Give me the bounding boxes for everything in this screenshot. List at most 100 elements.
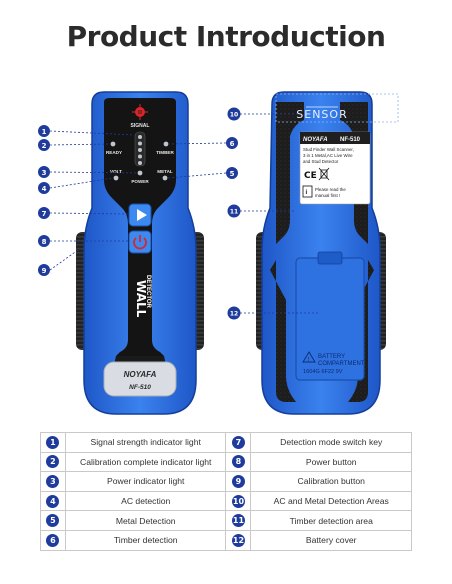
svg-text:2: 2 [42, 142, 47, 150]
front-brand: NOYAFA [124, 370, 157, 379]
legend-number-badge: 9 [231, 474, 245, 488]
legend-number-cell: 11 [225, 510, 252, 531]
svg-text:7: 7 [42, 210, 47, 218]
callout-2: 2 [38, 139, 50, 151]
legend-description: Detection mode switch key [250, 432, 412, 453]
battery-label-line-2: COMPARTMENT [318, 361, 365, 367]
callout-4: 4 [38, 182, 50, 194]
recycle-bin-icon [318, 167, 330, 181]
legend-number-cell: 3 [40, 471, 66, 492]
sticker-model: NF-510 [340, 137, 361, 143]
svg-text:10: 10 [230, 112, 238, 119]
svg-text:12: 12 [230, 311, 238, 318]
legend-number-badge: 5 [46, 514, 60, 528]
legend-number-cell: 4 [40, 490, 66, 512]
legend-number-badge: 4 [46, 494, 60, 508]
svg-text:6: 6 [230, 140, 235, 148]
sticker-line-3: and Stud Detector [303, 159, 339, 164]
legend-number-badge: 11 [231, 514, 245, 528]
warning-triangle-icon: ! [302, 351, 316, 363]
page-title: Product Introduction [66, 20, 386, 53]
sticker-line-2: 3 in 1 Metal,AC Live Wire [303, 153, 353, 158]
signal-led-1 [138, 135, 142, 139]
legend-description: Timber detection [64, 529, 227, 551]
power-label: POWER [131, 179, 149, 184]
legend-number-badge: 1 [46, 435, 60, 449]
legend-number-cell: 9 [225, 471, 252, 492]
ce-mark: CE [304, 171, 317, 181]
callout-8: 8 [38, 235, 50, 247]
product-illustration: SIGNAL READY TIMBER VOLT METAL POWER [0, 80, 452, 420]
ready-led [110, 141, 116, 147]
play-icon [137, 209, 147, 221]
svg-text:3: 3 [42, 169, 47, 177]
legend-number-cell: 8 [225, 451, 252, 473]
legend-number-cell: 1 [40, 432, 66, 453]
svg-text:i: i [306, 190, 308, 196]
product-illustration-svg: SIGNAL READY TIMBER VOLT METAL POWER [38, 91, 399, 415]
legend-number-badge: 10 [231, 494, 245, 508]
legend-number-cell: 5 [40, 510, 66, 531]
legend-number-badge: 2 [46, 455, 60, 469]
legend-description: Battery cover [250, 529, 412, 551]
signal-led-2 [138, 141, 142, 146]
power-icon [133, 235, 147, 250]
power-button[interactable] [128, 230, 152, 254]
legend-number-cell: 7 [225, 432, 252, 453]
manual-note-line-2: manual first ! [315, 193, 340, 198]
callout-12: 12 [227, 306, 241, 320]
mode-switch-button[interactable] [128, 203, 152, 227]
timber-label: TIMBER [156, 150, 174, 155]
battery-cover-latch[interactable] [317, 251, 343, 265]
front-brand-plate [103, 361, 177, 397]
signal-label: SIGNAL [131, 123, 150, 129]
front-model: NF-510 [129, 384, 151, 391]
legend-number-badge: 6 [46, 533, 60, 547]
detector-text: DETECTOR [145, 275, 151, 309]
callout-9: 9 [38, 264, 50, 276]
legend-number-cell: 6 [40, 529, 66, 551]
svg-text:8: 8 [42, 238, 47, 246]
battery-label-line-1: BATTERY [318, 354, 345, 360]
callout-6: 6 [226, 137, 238, 149]
callout-1: 1 [38, 125, 50, 137]
legend-description: Metal Detection [64, 510, 227, 531]
manual-note-line-1: Please read the [315, 187, 346, 192]
manual-book-icon: i [302, 185, 313, 198]
sticker-brand: NOYAFA [303, 137, 328, 143]
legend-description: Power indicator light [64, 471, 227, 492]
battery-cover[interactable]: ! BATTERY COMPARTMENT 1604G 6F22 9V [295, 251, 365, 381]
battery-spec: 1604G 6F22 9V [303, 369, 343, 375]
ready-label: READY [106, 150, 122, 155]
callout-3: 3 [38, 166, 50, 178]
legend-description: Calibration complete indicator light [64, 451, 227, 473]
legend-description: Calibration button [250, 471, 412, 492]
svg-text:1: 1 [42, 128, 47, 136]
volt-label: VOLT [110, 169, 122, 174]
legend-number-badge: 12 [231, 533, 245, 547]
svg-text:!: ! [308, 357, 310, 363]
legend-description: Signal strength indicator light [64, 432, 227, 453]
callout-5: 5 [226, 167, 238, 179]
svg-text:11: 11 [230, 209, 238, 216]
legend-number-cell: 12 [225, 529, 252, 551]
callout-10: 10 [227, 107, 241, 121]
callout-7: 7 [38, 207, 50, 219]
svg-text:9: 9 [42, 267, 47, 275]
legend-description: Power button [250, 451, 412, 473]
timber-led [163, 141, 169, 147]
sensor-label: SENSOR [296, 108, 347, 121]
front-control-panel [104, 98, 176, 356]
wall-text: WALL [134, 280, 148, 318]
power-led [137, 170, 143, 176]
device-front: SIGNAL READY TIMBER VOLT METAL POWER [76, 91, 204, 415]
svg-text:5: 5 [230, 170, 235, 178]
callout-11: 11 [227, 204, 241, 218]
legend-number-cell: 2 [40, 451, 66, 473]
